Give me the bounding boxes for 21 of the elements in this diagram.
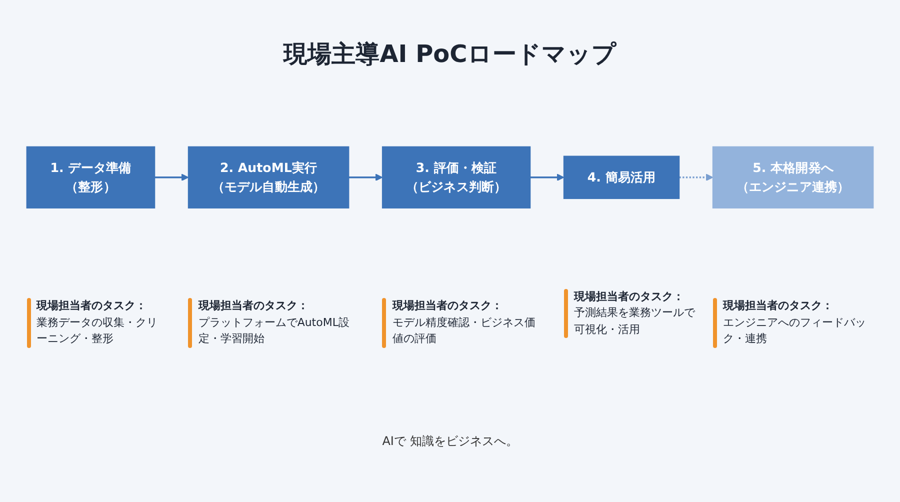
step-box: 2. AutoML実行 （モデル自動生成） (188, 146, 350, 208)
task-heading: 現場担当者のタスク： (392, 298, 504, 314)
task-text: モデル精度確認・ビジネス価値の評価 (392, 314, 536, 348)
step-box: 5. 本格開発へ （エンジニア連携） (712, 146, 874, 208)
task-heading: 現場担当者のタスク： (36, 298, 148, 314)
arrow (154, 174, 189, 182)
title: 現場主導AI PoCロードマップ (282, 39, 618, 70)
task-text: 予測結果を業務ツールで可視化・活用 (574, 305, 696, 338)
arrow (679, 174, 714, 182)
task-heading: 現場担当者のタスク： (198, 298, 310, 314)
arrow (530, 174, 564, 182)
step-box: 4. 簡易活用 (563, 156, 680, 200)
task-text: プラットフォームでAutoML設定・学習開始 (198, 314, 350, 348)
task-heading: 現場担当者のタスク： (574, 288, 685, 305)
tagline: AIで 知識をビジネスへ。 (382, 434, 518, 448)
task-text: 業務データの収集・クリーニング・整形 (36, 314, 159, 348)
arrow (348, 174, 383, 182)
step-box: 1. データ準備 （整形） (26, 146, 156, 208)
task-heading: 現場担当者のタスク： (722, 298, 834, 314)
step-box: 3. 評価・検証 （ビジネス判断） (382, 146, 531, 208)
task-text: エンジニアへのフィードバック・連携 (722, 314, 867, 348)
